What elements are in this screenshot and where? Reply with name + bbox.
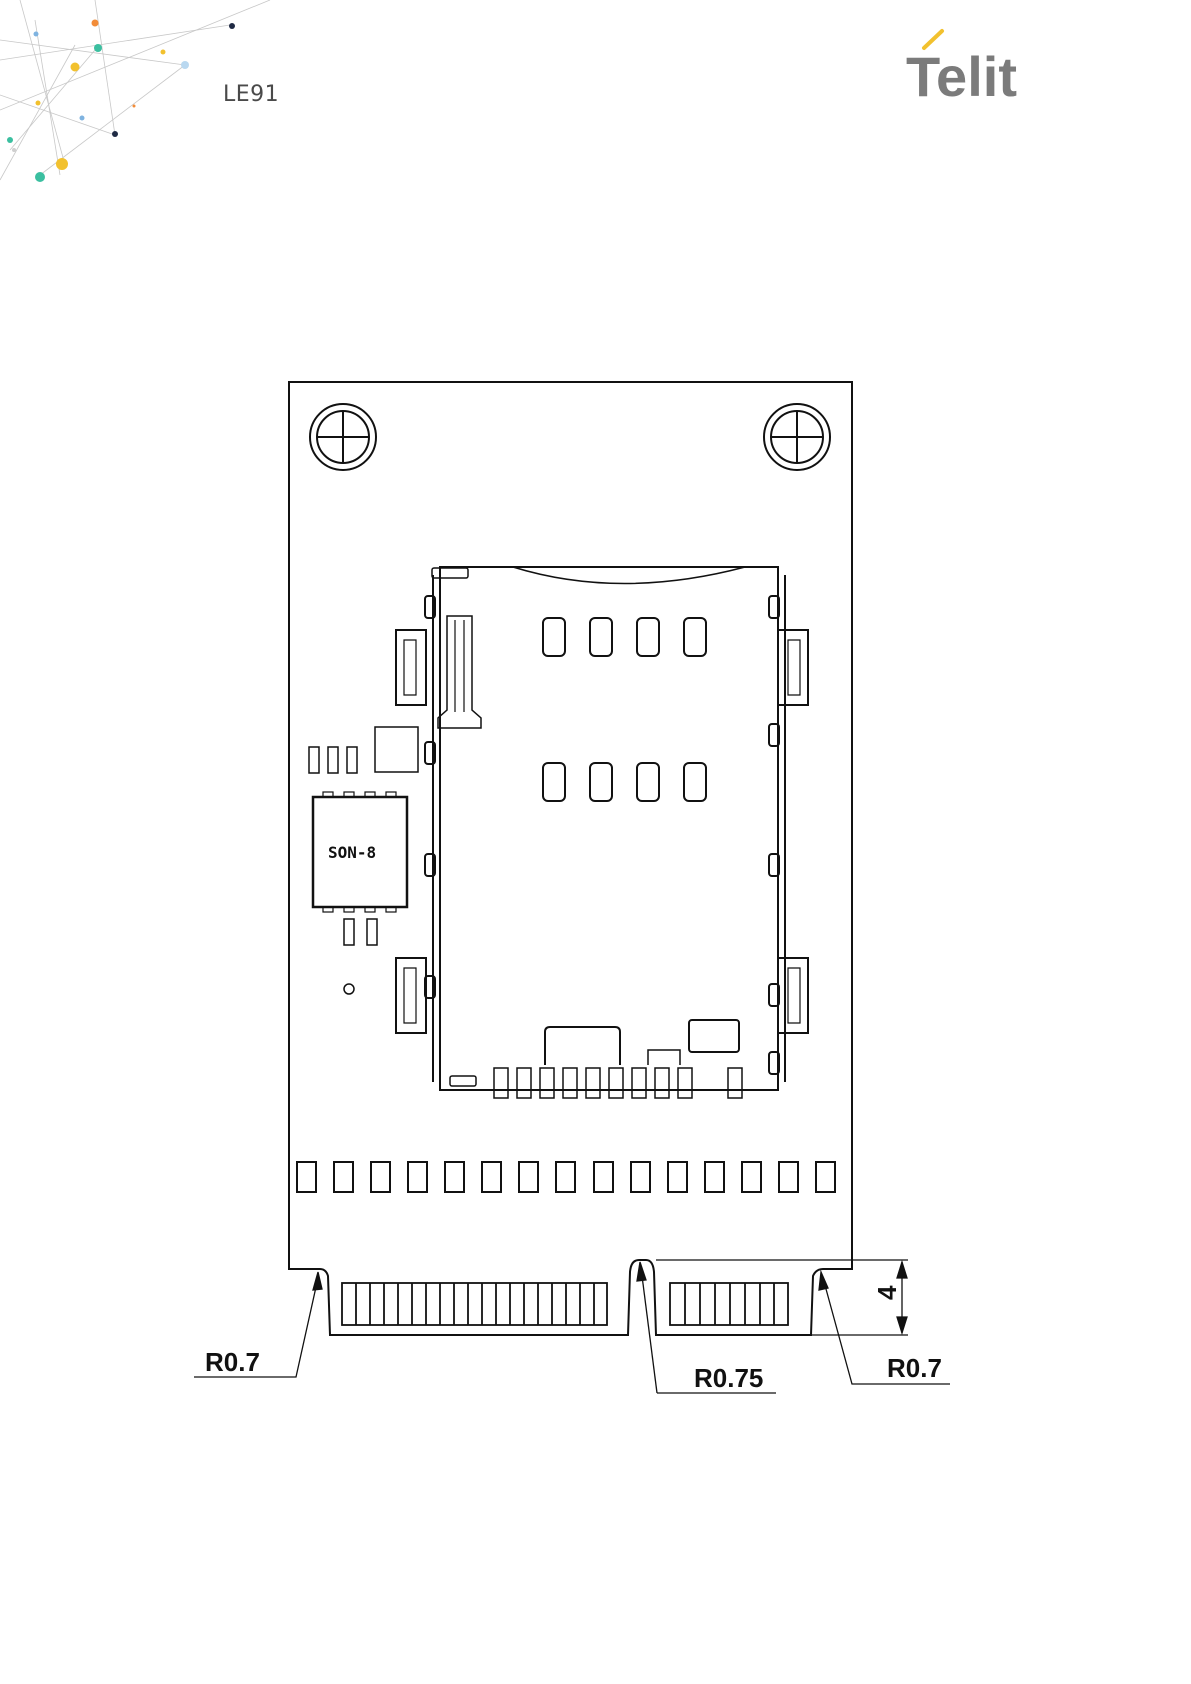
chip-label: SON-8 <box>328 843 376 862</box>
dimension-radius-right: R0.7 <box>887 1353 942 1383</box>
passive-components-bottom <box>344 919 377 994</box>
mounting-hole-right <box>764 404 830 470</box>
dimension-key-height: 4 <box>872 1285 902 1300</box>
edge-connector-left-pins <box>342 1283 607 1325</box>
sim-card-holder <box>396 567 808 1098</box>
mounting-hole-left <box>310 404 376 470</box>
edge-connector-right-pins <box>670 1283 788 1325</box>
test-pad-row <box>297 1162 835 1192</box>
dimension-radius-middle: R0.75 <box>694 1363 763 1393</box>
dimension-leaders <box>194 1260 950 1393</box>
dimension-radius-left: R0.7 <box>205 1347 260 1377</box>
passive-components-top <box>309 727 418 773</box>
